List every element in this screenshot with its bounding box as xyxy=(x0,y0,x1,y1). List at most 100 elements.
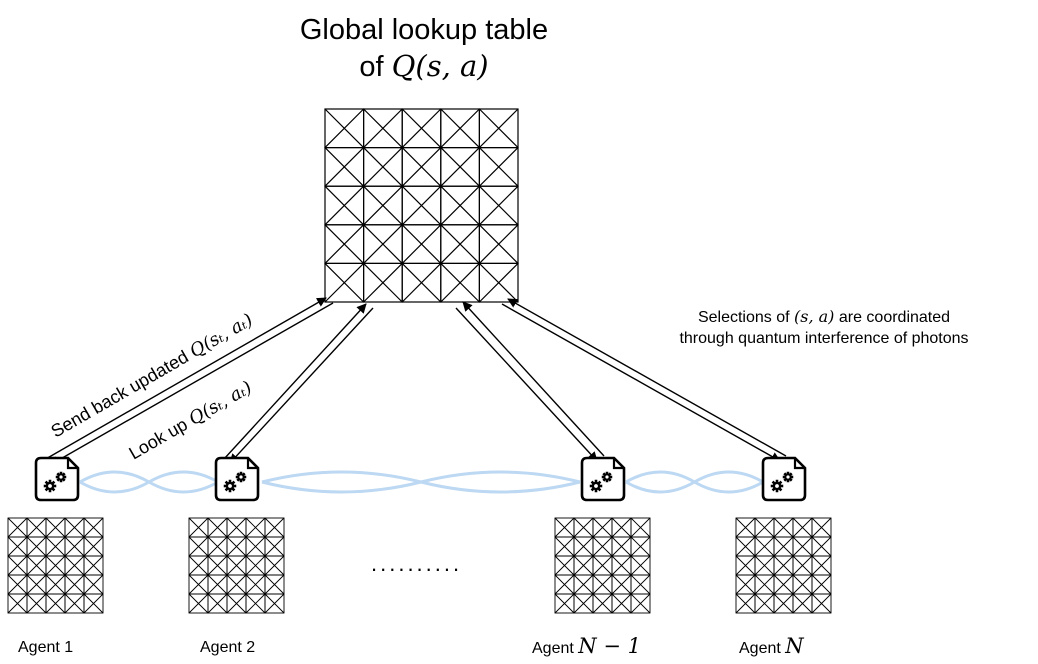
cell-cross xyxy=(245,536,266,557)
cell-cross xyxy=(811,555,832,576)
cell-cross xyxy=(363,108,403,149)
coordination-note-line-1: Selections of (s, a) are coordinated xyxy=(614,307,1034,329)
cell-cross xyxy=(811,593,832,614)
cell-cross xyxy=(207,536,228,557)
title-line-2-prefix: of xyxy=(359,51,392,83)
agent-label-n: Agent N xyxy=(739,636,804,657)
cell-cross xyxy=(811,517,832,538)
cell-cross xyxy=(754,555,775,576)
cell-cross xyxy=(226,517,247,538)
send-back-arrow-agent-n xyxy=(507,298,787,457)
cell-cross xyxy=(630,536,651,557)
cell-cross xyxy=(554,536,575,557)
cell-cross xyxy=(792,593,813,614)
cell-cross xyxy=(83,593,104,614)
cell-cross xyxy=(7,574,28,595)
cell-cross xyxy=(735,593,756,614)
cell-cross xyxy=(773,536,794,557)
table-cell xyxy=(478,262,519,303)
cell-cross xyxy=(592,517,613,538)
cell-cross xyxy=(245,574,266,595)
cell-cross xyxy=(226,593,247,614)
agent-1-icon xyxy=(34,456,80,502)
agent-label-2-text: Agent 2 xyxy=(200,639,256,656)
cell-cross xyxy=(264,555,285,576)
cell-cross xyxy=(45,593,66,614)
cell-cross xyxy=(207,574,228,595)
cell-cross xyxy=(478,262,519,303)
cell-cross xyxy=(630,517,651,538)
cell-cross xyxy=(64,536,85,557)
agent-n-1-icon xyxy=(580,456,626,502)
cell-cross xyxy=(592,593,613,614)
cell-cross xyxy=(264,593,285,614)
cell-cross xyxy=(573,593,594,614)
agent-label-n-minus-1-text: Agent xyxy=(532,640,579,657)
cell-cross xyxy=(26,555,47,576)
cell-cross xyxy=(188,593,209,614)
cell-cross xyxy=(754,517,775,538)
agent-1-table xyxy=(7,517,104,614)
cell-cross xyxy=(754,593,775,614)
agent-tables xyxy=(7,517,832,614)
cell-cross xyxy=(440,147,480,187)
cell-cross xyxy=(792,574,813,595)
cell-cross xyxy=(83,517,104,538)
cell-cross xyxy=(630,574,651,595)
cell-cross xyxy=(792,555,813,576)
cell-cross xyxy=(188,555,209,576)
cell-cross xyxy=(630,593,651,614)
cell-cross xyxy=(26,593,47,614)
cell-cross xyxy=(440,262,480,303)
cell-cross xyxy=(735,574,756,595)
cell-cross xyxy=(363,262,403,303)
cell-cross xyxy=(226,574,247,595)
cell-cross xyxy=(811,574,832,595)
cell-cross xyxy=(773,555,794,576)
cell-cross xyxy=(64,574,85,595)
cell-cross xyxy=(592,555,613,576)
cell-cross xyxy=(64,555,85,576)
file-icon xyxy=(214,456,260,502)
cell-cross xyxy=(363,147,403,187)
page-title: Global lookup table xyxy=(0,16,848,45)
arrows xyxy=(43,297,787,466)
cell-cross xyxy=(264,574,285,595)
agent-label-1-text: Agent 1 xyxy=(18,639,74,656)
cell-cross xyxy=(245,593,266,614)
agent-label-n-minus-1: Agent N − 1 xyxy=(532,636,641,657)
agent-label-2: Agent 2 xyxy=(200,639,255,656)
lookup-arrow-agent-2 xyxy=(229,307,374,464)
send-back-arrow-agent-2 xyxy=(223,303,367,460)
cell-cross xyxy=(554,593,575,614)
file-icon xyxy=(761,456,807,502)
cell-cross xyxy=(363,185,403,226)
agent-label-n-math: N xyxy=(785,634,804,658)
wire-1-2-strand-b xyxy=(79,470,219,494)
cell-cross xyxy=(630,555,651,576)
cell-cross xyxy=(324,262,365,303)
cell-cross xyxy=(245,555,266,576)
cell-cross xyxy=(611,574,632,595)
cell-cross xyxy=(573,574,594,595)
cell-cross xyxy=(478,147,519,187)
cell-cross xyxy=(226,555,247,576)
cell-cross xyxy=(324,108,365,149)
cell-cross xyxy=(735,555,756,576)
cell-cross xyxy=(611,555,632,576)
file-icon xyxy=(580,456,626,502)
cell-cross xyxy=(83,536,104,557)
table-cell xyxy=(630,593,651,614)
cell-cross xyxy=(792,517,813,538)
agent-n-1-table xyxy=(554,517,651,614)
lookup-arrow-agent-n xyxy=(501,303,781,462)
title-line-1: Global lookup table xyxy=(299,14,549,46)
cell-cross xyxy=(226,536,247,557)
cell-cross xyxy=(754,536,775,557)
cell-cross xyxy=(811,536,832,557)
cell-cross xyxy=(440,224,480,264)
cell-cross xyxy=(7,593,28,614)
cell-cross xyxy=(401,185,442,226)
cell-cross xyxy=(773,593,794,614)
